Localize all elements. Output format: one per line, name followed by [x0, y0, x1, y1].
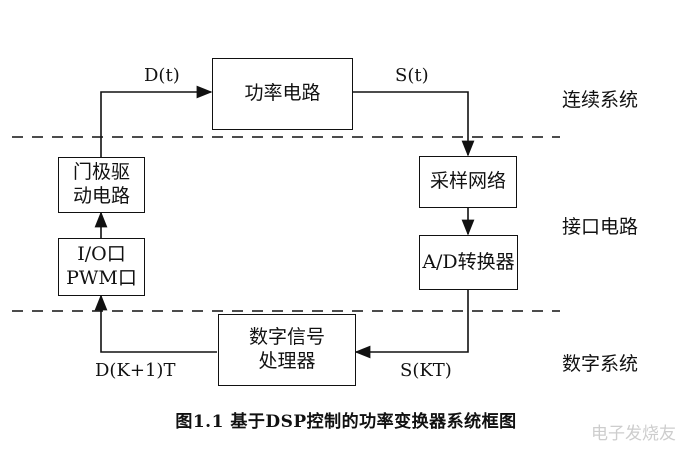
watermark-logo: 电子发烧友: [591, 419, 676, 444]
pwm-port-label: PWM口: [66, 267, 137, 289]
wire-power-to-sampling: [353, 91, 475, 157]
ad-converter-box: A/D转换器: [419, 235, 518, 290]
wire-processor-to-io: [94, 294, 217, 353]
digital-processor-box: 数字信号 处理器: [218, 314, 356, 386]
system-label-interface: 接口电路: [562, 216, 639, 238]
system-label-continuous: 连续系统: [562, 89, 639, 111]
io-pwm-box: I/O口 PWM口: [58, 238, 145, 296]
sampling-network-label: 采样网络: [429, 170, 506, 193]
wire-ad-to-processor: [354, 290, 469, 359]
power-circuit-box: 功率电路: [212, 58, 353, 130]
system-label-digital: 数字系统: [562, 353, 639, 375]
signal-label-dt: D(t): [144, 65, 180, 86]
ad-converter-label: A/D转换器: [422, 250, 515, 273]
io-port-label: I/O口: [77, 243, 126, 266]
sampling-network-box: 采样网络: [419, 156, 517, 208]
signal-label-skt: S(KT): [400, 360, 452, 381]
signal-label-st: S(t): [395, 65, 429, 86]
gate-driver-label-line2: 动电路: [72, 185, 130, 207]
wire-gate-to-power: [100, 85, 213, 157]
gate-driver-box: 门极驱 动电路: [58, 157, 145, 213]
digital-processor-label-line2: 处理器: [258, 350, 316, 372]
power-circuit-label: 功率电路: [244, 82, 321, 105]
figure-caption: 图1.1 基于DSP控制的功率变换器系统框图: [175, 412, 517, 432]
watermark-text: 电子发烧友: [591, 424, 676, 444]
digital-processor-label-line1: 数字信号: [248, 326, 325, 349]
signal-label-dk1t: D(K+1)T: [95, 360, 176, 381]
gate-driver-label-line1: 门极驱: [72, 161, 130, 184]
